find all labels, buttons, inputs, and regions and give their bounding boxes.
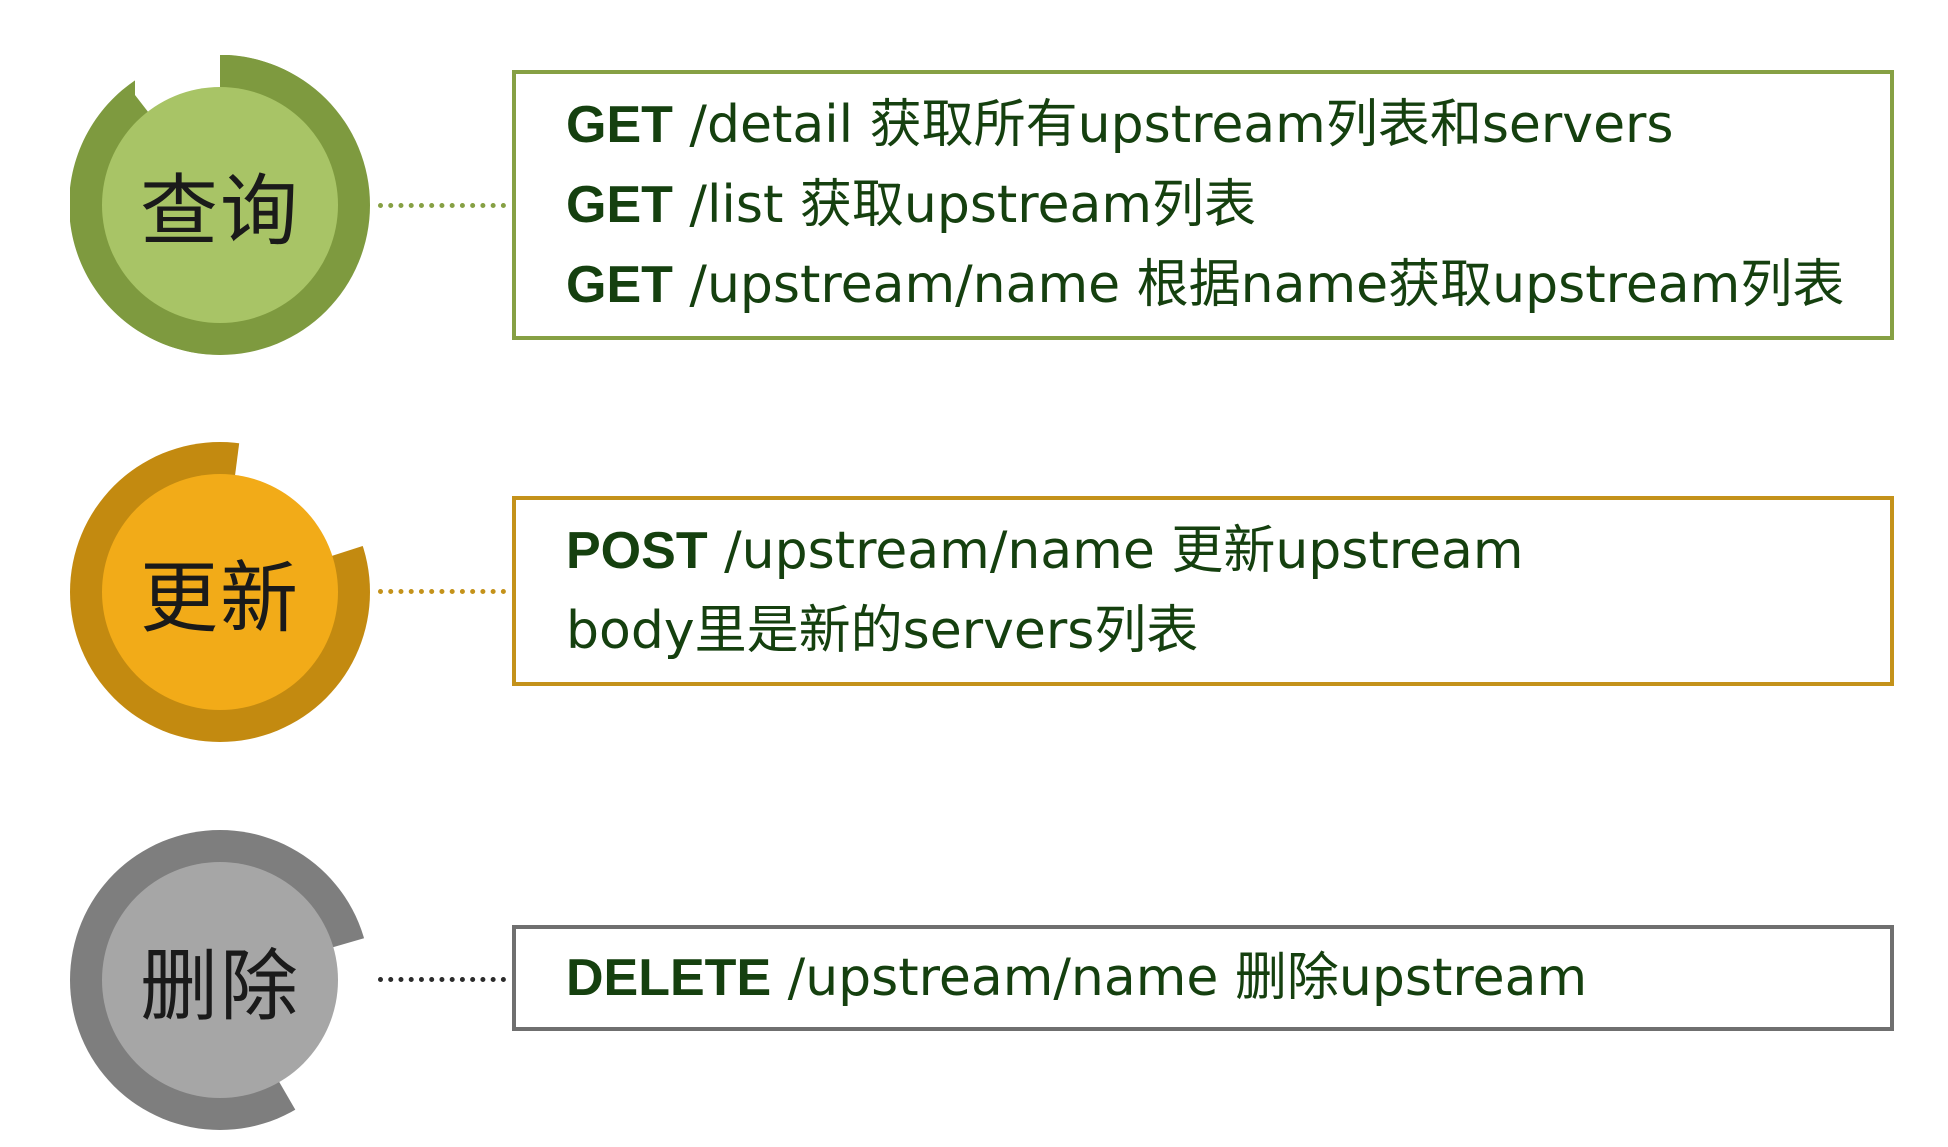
query-connector <box>378 203 506 208</box>
update-box: POST /upstream/name 更新upstream body里是新的s… <box>512 496 1894 686</box>
delete-line-1: DELETE /upstream/name 删除upstream <box>566 938 1890 1018</box>
delete-ring-icon <box>70 830 370 1130</box>
update-badge: 更新 <box>70 442 370 742</box>
body-description-text: body里是新的servers列表 <box>566 601 1199 661</box>
endpoint-text: /detail 获取所有upstream列表和servers <box>672 95 1674 155</box>
update-line-2: body里是新的servers列表 <box>566 591 1890 671</box>
update-connector <box>378 589 506 594</box>
query-line-3: GET /upstream/name 根据name获取upstream列表 <box>566 245 1890 325</box>
endpoint-text: /upstream/name 根据name获取upstream列表 <box>672 255 1845 315</box>
delete-box: DELETE /upstream/name 删除upstream <box>512 925 1894 1031</box>
endpoint-text: /list 获取upstream列表 <box>672 175 1257 235</box>
endpoint-text: /upstream/name 删除upstream <box>771 948 1588 1008</box>
update-ring-icon <box>70 442 370 742</box>
query-label: 查询 <box>139 167 300 257</box>
method-label: GET <box>566 176 673 234</box>
query-ring-icon <box>70 55 370 355</box>
update-label: 更新 <box>139 554 300 644</box>
delete-label: 删除 <box>139 942 300 1032</box>
method-label: DELETE <box>566 949 772 1007</box>
query-badge: 查询 <box>70 55 370 355</box>
delete-connector <box>378 977 506 982</box>
query-line-2: GET /list 获取upstream列表 <box>566 165 1890 245</box>
method-label: GET <box>566 256 673 314</box>
delete-badge: 删除 <box>70 830 370 1130</box>
method-label: GET <box>566 96 673 154</box>
query-line-1: GET /detail 获取所有upstream列表和servers <box>566 85 1890 165</box>
endpoint-text: /upstream/name 更新upstream <box>707 521 1524 581</box>
query-box: GET /detail 获取所有upstream列表和servers GET /… <box>512 70 1894 340</box>
update-line-1: POST /upstream/name 更新upstream <box>566 511 1890 591</box>
method-label: POST <box>566 522 708 580</box>
